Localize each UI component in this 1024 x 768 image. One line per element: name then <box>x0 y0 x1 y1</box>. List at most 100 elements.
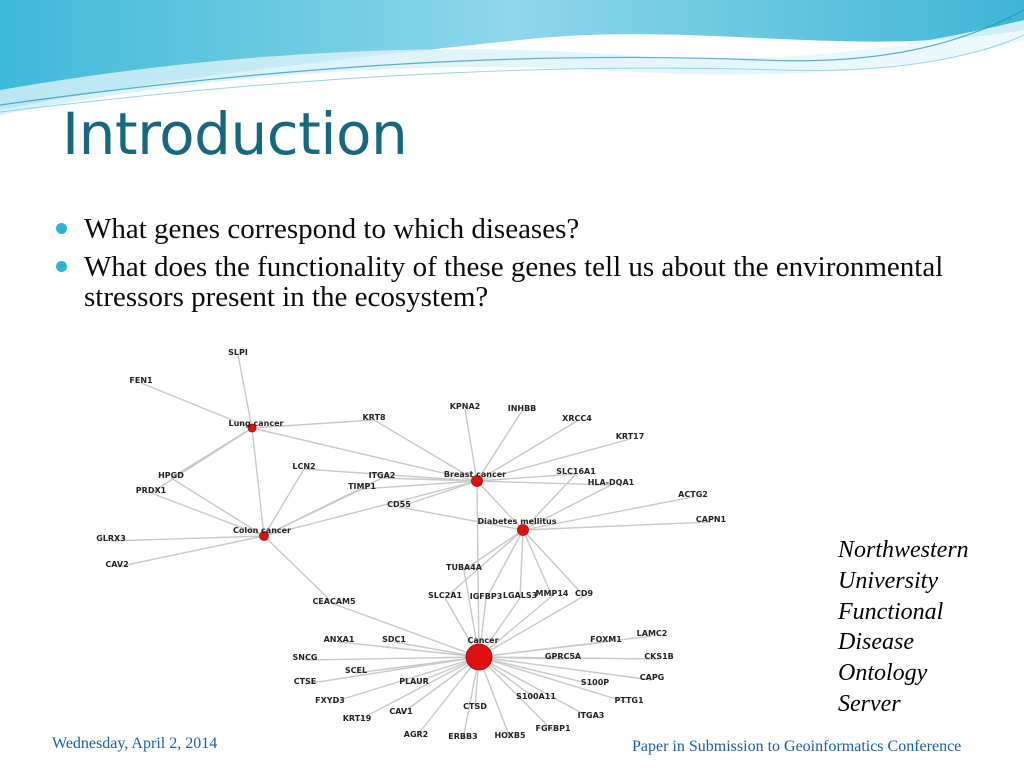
network-edge <box>373 419 478 482</box>
gene-node-label: MMP14 <box>536 589 569 598</box>
disease-node-label: Diabetes mellitus <box>478 517 557 526</box>
disease-node-label: Breast cancer <box>444 470 506 479</box>
network-edge <box>251 419 375 429</box>
disease-node-label: Cancer <box>467 636 498 645</box>
network-edge <box>333 603 480 658</box>
gene-node-label: CTSE <box>294 677 317 686</box>
gene-node-label: S100A11 <box>516 692 556 701</box>
disease-node <box>465 643 493 671</box>
gene-node-label: INHBB <box>508 404 537 413</box>
network-edge <box>478 656 596 686</box>
network-edge <box>263 488 363 537</box>
gene-node-label: KRT8 <box>362 413 385 422</box>
gene-node-label: SNCG <box>293 653 318 662</box>
network-edge <box>140 382 253 429</box>
gene-node-label: LCN2 <box>292 462 315 471</box>
network-edge <box>478 656 511 739</box>
network-edge <box>116 535 265 568</box>
network-edge <box>478 595 553 658</box>
disease-node-label: Colon cancer <box>233 526 291 535</box>
gene-node-label: GLRX3 <box>96 534 126 543</box>
gene-node-label: SLC2A1 <box>428 591 462 600</box>
gene-node-label: FXYD3 <box>315 696 345 705</box>
network-edge <box>110 535 265 542</box>
network-edge <box>522 521 712 531</box>
gene-node-label: CEACAM5 <box>312 597 356 606</box>
network-edge <box>522 484 612 531</box>
gene-node-label: ANXA1 <box>324 635 355 644</box>
caption-line: Ontology <box>838 660 928 687</box>
gene-node-label: FOXM1 <box>590 635 622 644</box>
network-edge <box>476 420 578 482</box>
gene-node-label: CD55 <box>387 500 411 509</box>
network-edge <box>381 477 478 482</box>
gene-node-label: XRCC4 <box>562 414 592 423</box>
network-edge <box>251 427 478 482</box>
gene-disease-network: SLPIFEN1KRT8HPGDPRDX1LCN2ITGA2TIMP1CD55K… <box>96 348 727 741</box>
network-edge <box>398 480 478 508</box>
network-edge <box>478 656 564 660</box>
footer-conference: Paper in Submission to Geoinformatics Co… <box>632 738 962 755</box>
network-edge <box>263 480 478 537</box>
gene-node-label: PLAUR <box>399 677 429 686</box>
network-edge <box>150 427 253 494</box>
network-edge <box>356 656 480 722</box>
gene-node-label: CAPN1 <box>696 515 727 524</box>
gene-node-label: FEN1 <box>129 376 153 385</box>
header-wave-banner <box>0 0 1024 115</box>
network-edge <box>476 410 523 482</box>
gene-node-label: GPRC5A <box>545 652 582 661</box>
caption-line: Disease <box>838 629 914 656</box>
gene-node-label: CKS1B <box>644 652 674 661</box>
network-edge <box>478 656 653 681</box>
gene-node-label: SLPI <box>228 348 248 357</box>
gene-node-label: CAPG <box>640 673 665 682</box>
network-edge <box>476 480 612 486</box>
gene-node-label: IGFBP3 <box>470 592 503 601</box>
gene-node-label: PTTG1 <box>614 696 644 705</box>
gene-node-label: HOXB5 <box>494 731 525 740</box>
network-edge <box>329 656 480 704</box>
footer-date: Wednesday, April 2, 2014 <box>52 735 218 752</box>
network-edge <box>522 473 577 531</box>
network-edge <box>263 535 335 605</box>
gene-node-label: KRT19 <box>343 714 372 723</box>
network-edge <box>415 656 480 738</box>
network-edge <box>303 468 478 482</box>
gene-node-label: HLA-DQA1 <box>588 478 635 487</box>
gene-node-label: FGFBP1 <box>535 724 570 733</box>
network-edge <box>338 641 480 658</box>
network-edge <box>400 656 480 715</box>
gene-node-label: TIMP1 <box>348 482 376 491</box>
network-edge <box>522 496 694 531</box>
network-edge <box>393 641 480 658</box>
gene-node-label: CAV1 <box>389 707 413 716</box>
disease-node <box>517 524 529 536</box>
disease-node-label: Lung cancer <box>229 419 284 428</box>
gene-node-label: SLC16A1 <box>556 467 596 476</box>
caption-line: Server <box>838 690 901 717</box>
sidebar-caption: Northwestern University Functional Disea… <box>838 535 1018 720</box>
network-edge <box>463 569 480 658</box>
gene-node-label: CTSD <box>463 702 487 711</box>
network-edge <box>519 529 524 599</box>
bullet-text: What genes correspond to which diseases? <box>84 213 580 245</box>
network-edges <box>110 354 712 740</box>
gene-node-label: SDC1 <box>382 635 406 644</box>
gene-node-label: CD9 <box>575 589 594 598</box>
network-edge <box>398 506 524 531</box>
network-edge <box>361 480 478 490</box>
network-edge <box>463 529 524 571</box>
gene-node-label: TUBA4A <box>446 563 483 572</box>
network-edge <box>263 468 305 537</box>
bullet-dot-icon <box>56 223 67 234</box>
slide-title: Introduction <box>62 100 408 168</box>
network-edge <box>478 656 630 704</box>
network-edge <box>478 656 592 719</box>
gene-node-label: CAV2 <box>105 560 128 569</box>
gene-node-label: LAMC2 <box>637 629 668 638</box>
gene-node-label: HPGD <box>158 471 184 480</box>
gene-node-label: ITGA3 <box>578 711 605 720</box>
gene-node-label: PRDX1 <box>136 486 167 495</box>
network-edge <box>476 473 577 482</box>
